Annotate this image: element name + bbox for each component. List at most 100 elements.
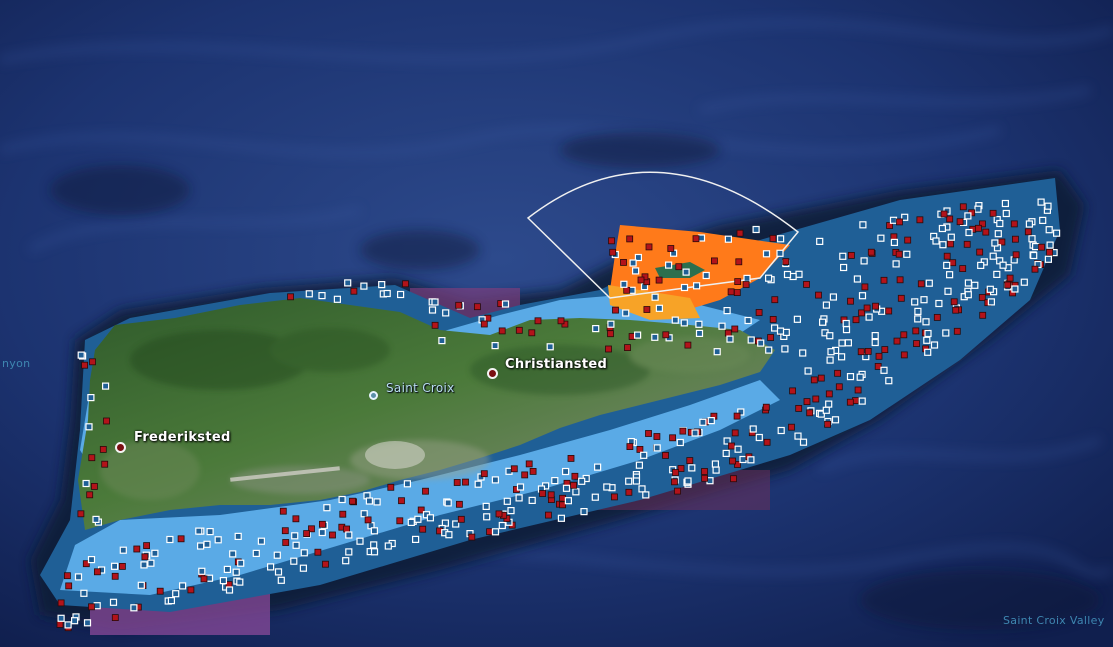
sample-marker-white[interactable] xyxy=(591,493,599,501)
sample-marker-red[interactable] xyxy=(64,572,71,580)
sample-marker-white[interactable] xyxy=(839,252,847,260)
sample-marker-white[interactable] xyxy=(426,514,434,522)
sample-marker-red[interactable] xyxy=(281,527,289,535)
sample-marker-white[interactable] xyxy=(860,257,868,265)
sample-marker-white[interactable] xyxy=(776,327,785,335)
sample-marker-red[interactable] xyxy=(895,250,903,258)
sample-marker-white[interactable] xyxy=(880,366,888,374)
sample-marker-white[interactable] xyxy=(528,496,536,504)
sample-marker-white[interactable] xyxy=(195,527,203,535)
sample-marker-red[interactable] xyxy=(480,470,488,478)
sample-marker-white[interactable] xyxy=(844,339,853,347)
sample-marker-red[interactable] xyxy=(989,209,997,217)
sample-marker-red[interactable] xyxy=(1038,243,1045,251)
sample-marker-red[interactable] xyxy=(547,491,555,499)
sample-marker-white[interactable] xyxy=(383,289,391,298)
sample-marker-white[interactable] xyxy=(920,296,928,304)
sample-marker-red[interactable] xyxy=(468,533,476,541)
sample-marker-red[interactable] xyxy=(329,531,336,539)
sample-marker-red[interactable] xyxy=(609,248,617,256)
sample-marker-red[interactable] xyxy=(735,258,743,266)
sample-marker-red[interactable] xyxy=(679,427,687,435)
sample-marker-white[interactable] xyxy=(795,270,803,278)
sample-marker-red[interactable] xyxy=(886,222,893,229)
sample-marker-red[interactable] xyxy=(607,330,614,338)
sample-marker-red[interactable] xyxy=(731,325,739,333)
sample-marker-white[interactable] xyxy=(943,261,951,269)
sample-marker-red[interactable] xyxy=(949,259,957,267)
sample-marker-red[interactable] xyxy=(364,516,372,524)
sample-marker-red[interactable] xyxy=(103,417,110,425)
sample-marker-white[interactable] xyxy=(671,316,679,324)
sample-marker-white[interactable] xyxy=(80,589,88,597)
sample-marker-white[interactable] xyxy=(974,205,982,213)
sample-marker-red[interactable] xyxy=(692,235,700,243)
sample-marker-white[interactable] xyxy=(901,213,909,221)
sample-marker-red[interactable] xyxy=(91,482,98,490)
sample-marker-red[interactable] xyxy=(422,487,429,495)
sample-marker-white[interactable] xyxy=(664,261,673,269)
sample-marker-white[interactable] xyxy=(991,239,999,247)
sample-marker-white[interactable] xyxy=(345,548,353,556)
sample-marker-red[interactable] xyxy=(943,252,951,260)
sample-marker-red[interactable] xyxy=(292,515,300,523)
sample-marker-red[interactable] xyxy=(767,334,774,341)
sample-marker-red[interactable] xyxy=(896,276,904,284)
sample-marker-white[interactable] xyxy=(829,293,838,301)
sample-marker-white[interactable] xyxy=(516,483,525,491)
sample-marker-red[interactable] xyxy=(484,314,492,322)
sample-marker-white[interactable] xyxy=(564,497,573,505)
sample-marker-white[interactable] xyxy=(776,235,785,243)
sample-marker-white[interactable] xyxy=(749,425,757,433)
sample-marker-white[interactable] xyxy=(723,437,731,445)
sample-marker-red[interactable] xyxy=(349,497,356,505)
sample-marker-white[interactable] xyxy=(726,335,734,343)
sample-marker-white[interactable] xyxy=(1052,229,1061,237)
sample-marker-white[interactable] xyxy=(580,508,588,516)
sample-marker-white[interactable] xyxy=(572,488,580,496)
sample-marker-red[interactable] xyxy=(788,423,795,431)
sample-marker-white[interactable] xyxy=(889,216,898,224)
sample-marker-red[interactable] xyxy=(1046,248,1053,256)
sample-marker-white[interactable] xyxy=(206,527,214,536)
sample-marker-white[interactable] xyxy=(892,260,900,268)
sample-marker-red[interactable] xyxy=(486,528,494,536)
sample-marker-red[interactable] xyxy=(1012,235,1019,243)
sample-marker-white[interactable] xyxy=(842,326,851,334)
sample-marker-white[interactable] xyxy=(503,497,511,505)
sample-marker-white[interactable] xyxy=(444,499,452,507)
sample-marker-white[interactable] xyxy=(640,451,648,459)
sample-marker-white[interactable] xyxy=(140,561,148,569)
sample-marker-white[interactable] xyxy=(859,221,867,229)
sample-marker-red[interactable] xyxy=(88,454,96,462)
sample-marker-red[interactable] xyxy=(933,313,941,321)
sample-marker-red[interactable] xyxy=(56,621,64,628)
sample-marker-red[interactable] xyxy=(133,545,141,553)
sample-marker-white[interactable] xyxy=(1037,198,1045,206)
sample-marker-white[interactable] xyxy=(179,582,187,590)
sample-marker-white[interactable] xyxy=(816,237,824,245)
sample-marker-red[interactable] xyxy=(952,306,960,314)
sample-marker-white[interactable] xyxy=(964,279,973,287)
sample-marker-red[interactable] xyxy=(900,351,908,359)
sample-marker-red[interactable] xyxy=(956,218,964,226)
sample-marker-white[interactable] xyxy=(734,445,742,453)
sample-marker-white[interactable] xyxy=(718,322,726,330)
sample-marker-red[interactable] xyxy=(675,263,683,271)
sample-marker-white[interactable] xyxy=(999,261,1007,269)
sample-marker-white[interactable] xyxy=(592,325,600,333)
sample-marker-white[interactable] xyxy=(87,394,95,402)
sample-marker-red[interactable] xyxy=(769,315,777,323)
sample-marker-red[interactable] xyxy=(339,510,347,518)
sample-marker-red[interactable] xyxy=(729,457,736,465)
sample-marker-red[interactable] xyxy=(875,352,883,360)
sample-marker-white[interactable] xyxy=(438,337,446,345)
sample-marker-white[interactable] xyxy=(692,282,701,290)
sample-marker-red[interactable] xyxy=(57,599,65,607)
sample-marker-red[interactable] xyxy=(510,465,518,473)
sample-marker-white[interactable] xyxy=(799,438,808,446)
sample-marker-white[interactable] xyxy=(378,281,386,289)
sample-marker-red[interactable] xyxy=(529,467,537,475)
sample-marker-red[interactable] xyxy=(861,283,869,291)
sample-marker-white[interactable] xyxy=(356,537,364,545)
